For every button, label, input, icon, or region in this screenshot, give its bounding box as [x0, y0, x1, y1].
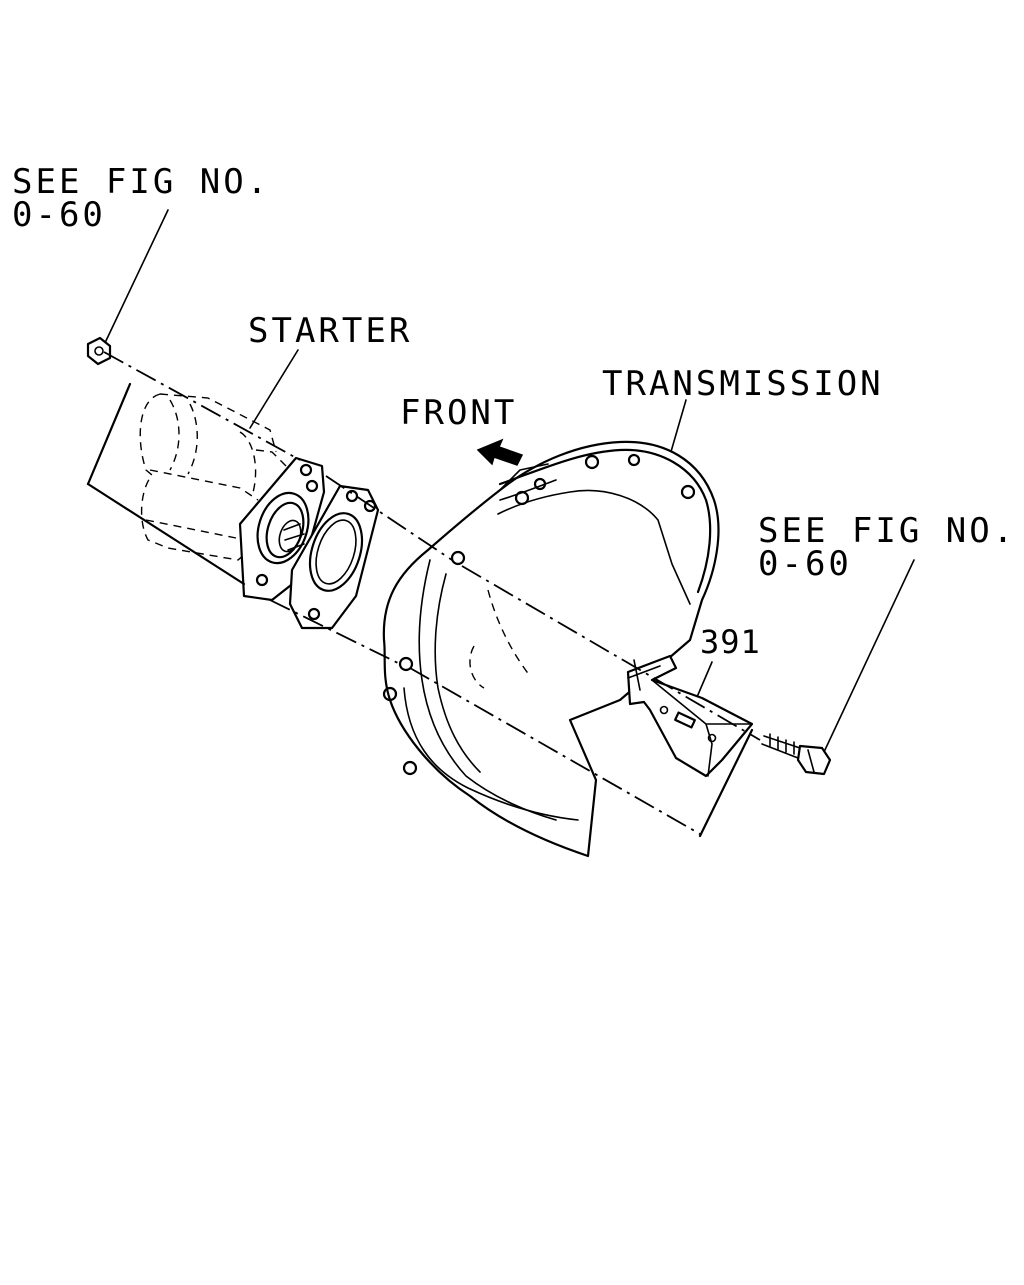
bolt-right-icon: [761, 733, 832, 776]
transmission-housing: [382, 440, 720, 858]
leader-line-starter: [249, 349, 299, 429]
part-number-391-label: 391: [700, 623, 761, 661]
see-fig-left-line2: 0-60: [12, 195, 106, 235]
leader-line-see-fig-right: [823, 559, 915, 753]
see-fig-right-line2: 0-60: [758, 544, 852, 584]
gasket-plate: [288, 484, 380, 630]
alignment-lines: [86, 351, 761, 838]
starter-motor: [139, 393, 287, 561]
see-fig-left-line1: SEE FIG NO.: [12, 162, 270, 202]
bracket-391: [626, 654, 754, 778]
transmission-label: TRANSMISSION: [602, 364, 884, 404]
bolt-left-icon: [86, 336, 112, 366]
starter-label: STARTER: [248, 311, 412, 351]
see-fig-right-line1: SEE FIG NO.: [758, 511, 1016, 551]
front-arrow-icon: [476, 438, 524, 466]
front-label: FRONT: [400, 393, 517, 433]
leader-line-see-fig-left: [103, 209, 169, 346]
